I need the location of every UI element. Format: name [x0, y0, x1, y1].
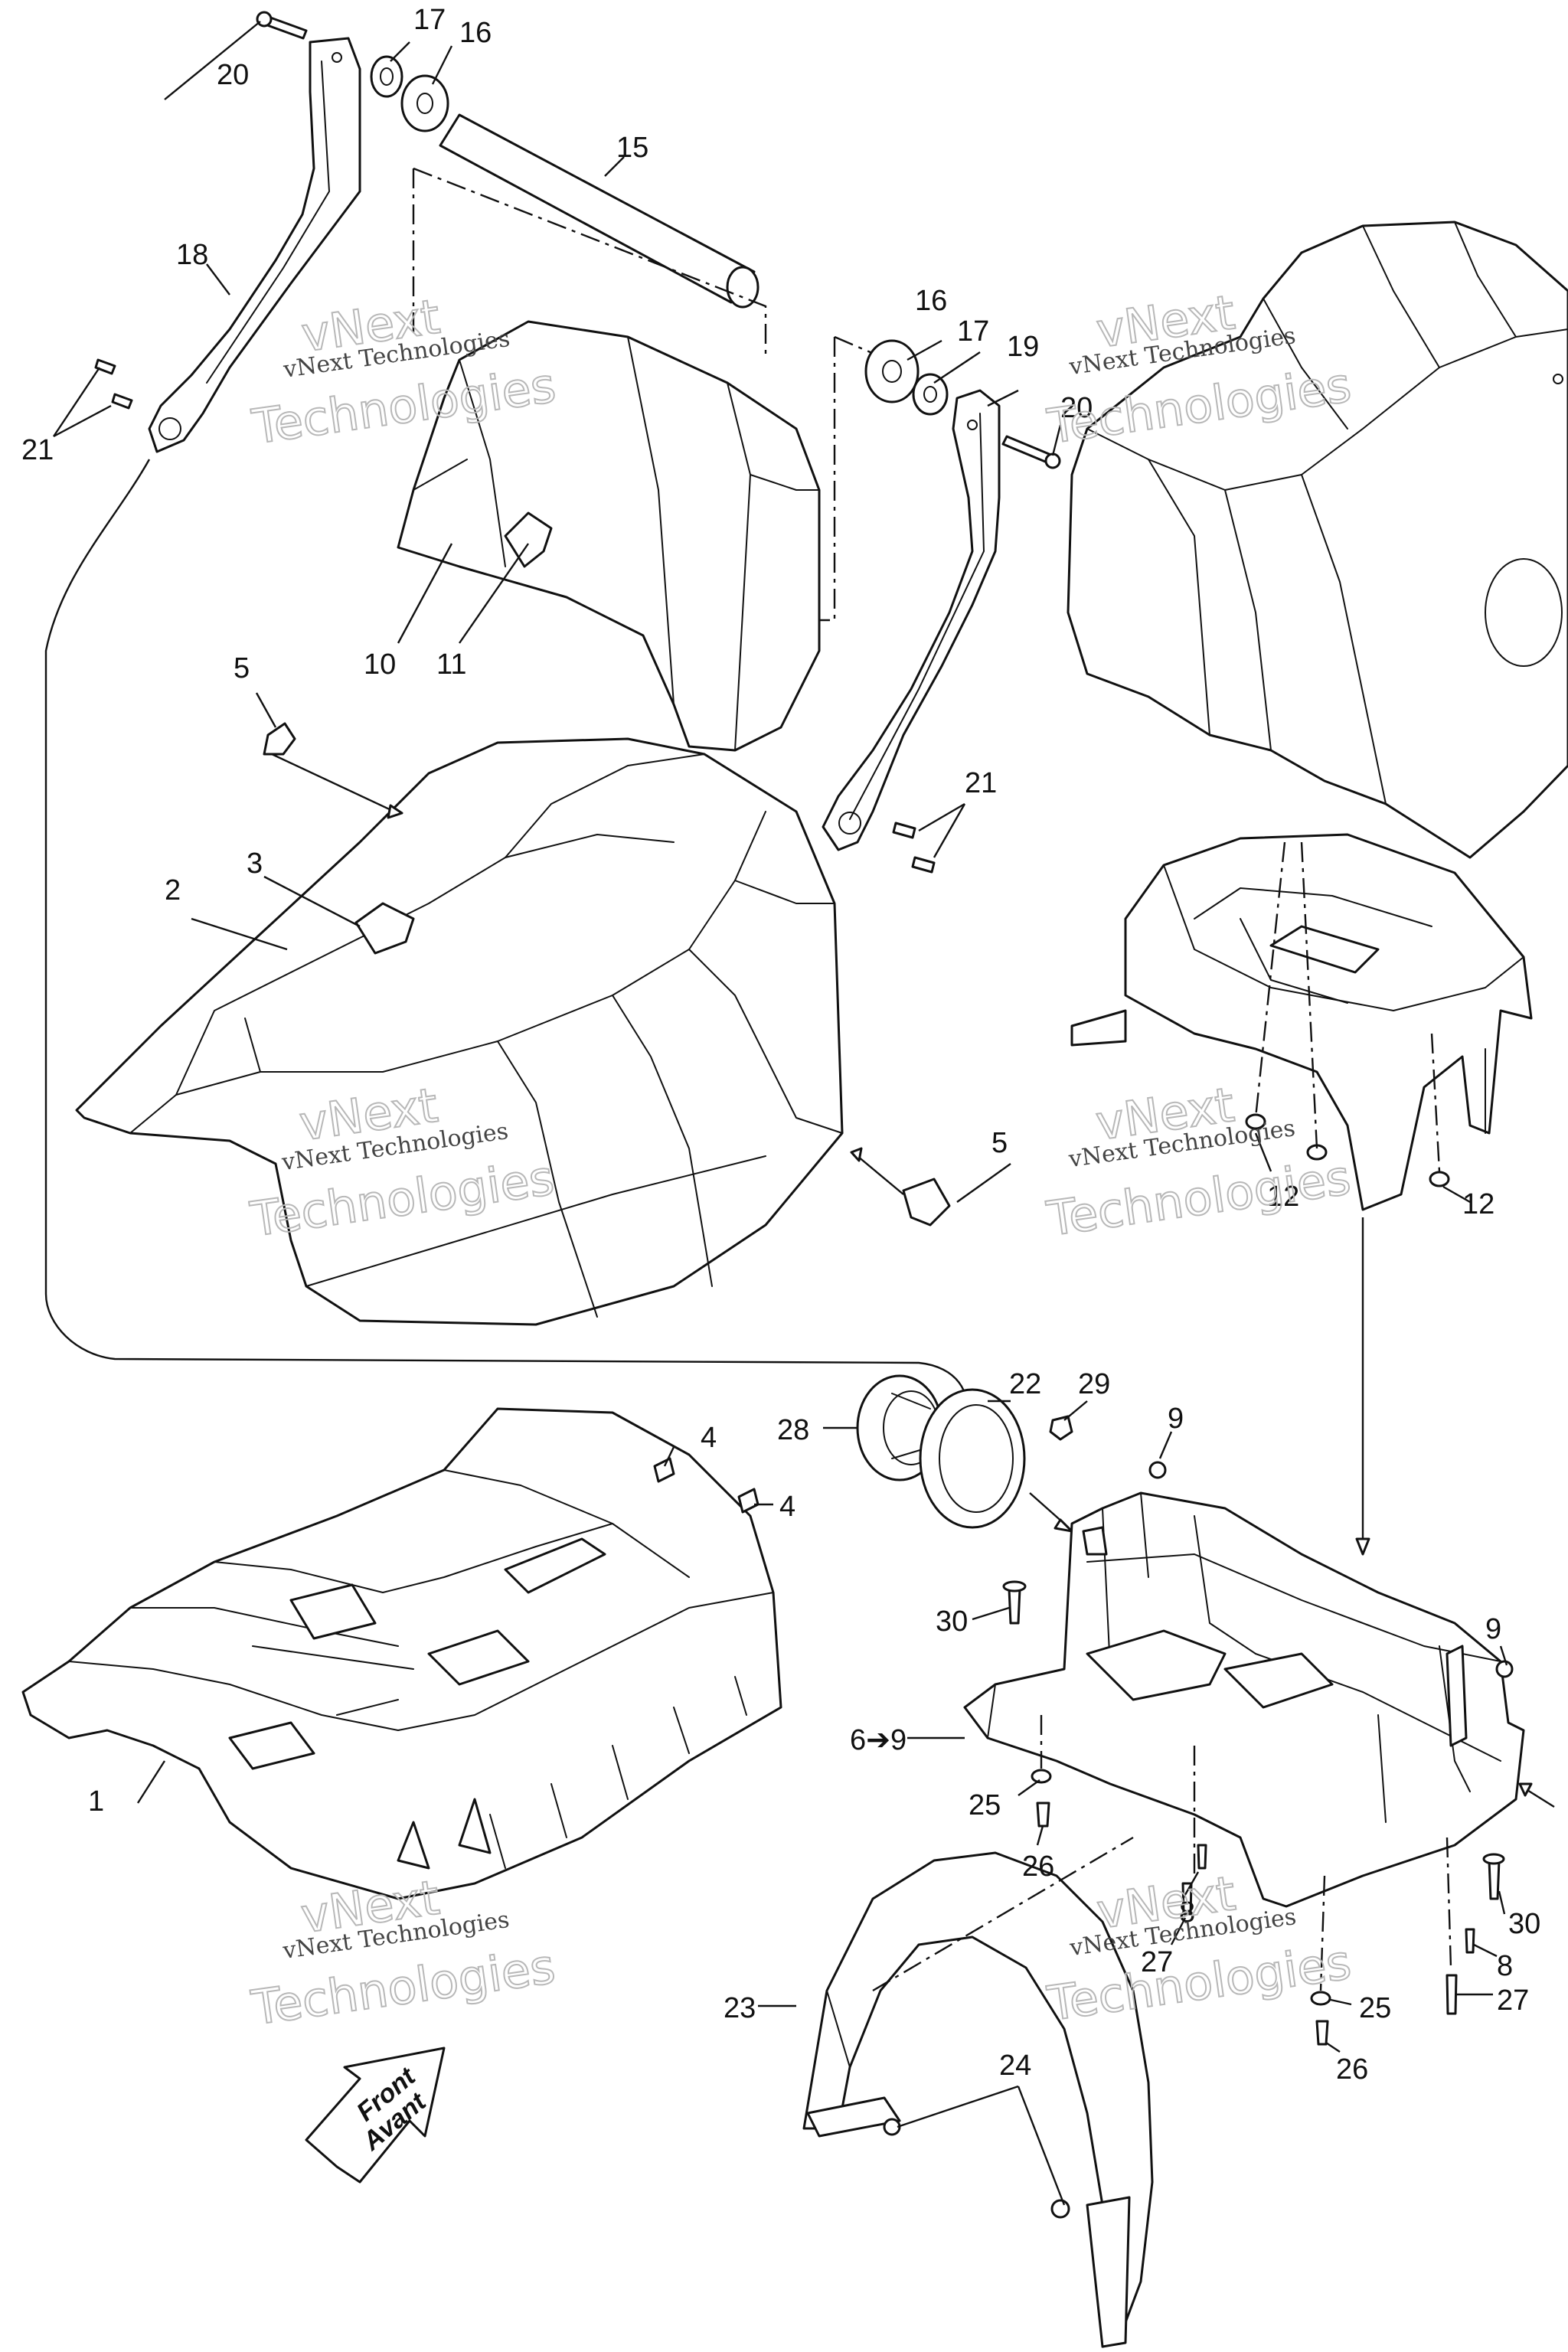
backrest-bracket-right: [822, 389, 1001, 851]
seat-cushion: [75, 737, 844, 1326]
watermark-bottom-left: vNext vNext Technologies Technologies: [247, 1869, 560, 2037]
callout-27-left: 27: [1141, 1946, 1173, 1978]
seat-frame: [963, 1491, 1525, 1908]
callout-4-a: 4: [701, 1422, 717, 1454]
clip-4-a: [653, 1457, 675, 1483]
seat-clip-5-bottom: [902, 1178, 951, 1227]
callout-9-top: 9: [1168, 1403, 1184, 1435]
screw-9-right: [1495, 1660, 1514, 1678]
callout-24: 24: [999, 2050, 1031, 2082]
seat-clip-5-top: [263, 722, 296, 756]
callout-5-bottom: 5: [991, 1127, 1008, 1159]
callout-18: 18: [176, 239, 208, 271]
callout-30-right: 30: [1508, 1908, 1540, 1940]
callout-9-right: 9: [1485, 1613, 1501, 1645]
callout-17-left: 17: [413, 4, 446, 36]
rear-fender-23: [802, 1851, 1154, 2348]
callout-3: 3: [247, 848, 263, 880]
bolt-12-right: [1429, 1171, 1450, 1187]
leader-seat-to-cover: [44, 459, 968, 1417]
watermark-mid-right: vNext vNext Technologies Technologies: [1043, 1076, 1355, 1248]
washer-17-left: [370, 55, 403, 98]
callout-11: 11: [436, 648, 466, 681]
fastener-24-b: [1050, 2199, 1070, 2219]
callout-17-right: 17: [957, 315, 989, 348]
callout-26-right: 26: [1336, 2053, 1368, 2086]
callout-8-right: 8: [1497, 1950, 1513, 1982]
bolt-27-left: [1181, 1882, 1193, 1916]
screw-20-left: [256, 11, 308, 40]
callout-20-left: 20: [217, 59, 249, 91]
backrest-pad: [397, 320, 821, 752]
bolt-12-left: [1245, 1113, 1266, 1130]
callout-12-left: 12: [1267, 1181, 1299, 1213]
bolt-30-left: [1002, 1580, 1027, 1625]
washer-17-right: [912, 373, 949, 416]
callout-30-left: 30: [936, 1606, 968, 1638]
bolt-26-right: [1315, 2020, 1329, 2046]
rivet-29: [1049, 1415, 1073, 1441]
callout-19: 19: [1007, 331, 1039, 363]
front-arrow-icon: Front Avant: [305, 2047, 446, 2184]
callout-23: 23: [724, 1992, 756, 2024]
screws-21-left: [94, 358, 133, 410]
washer-25-right: [1310, 1991, 1331, 2006]
callout-21-left: 21: [21, 434, 54, 466]
callout-29: 29: [1078, 1368, 1110, 1400]
bolt-26-left: [1036, 1802, 1050, 1828]
callout-27-right: 27: [1497, 1984, 1529, 2017]
bolt-27-right: [1446, 1974, 1458, 2015]
washer-16-left: [400, 74, 449, 132]
seat-assembly-right: [1067, 220, 1568, 859]
callout-16-left: 16: [459, 17, 492, 49]
bolt-30-right: [1482, 1853, 1505, 1900]
callout-21-right: 21: [965, 767, 997, 799]
callout-8-left: 8: [1179, 1896, 1195, 1929]
callout-25-left: 25: [969, 1789, 1001, 1821]
washer-16-right: [864, 339, 920, 403]
clip-4-b: [737, 1488, 760, 1514]
callout-6-9: 6➔9: [850, 1724, 906, 1756]
screw-8-left: [1197, 1844, 1207, 1870]
callout-20-right: 20: [1060, 392, 1093, 424]
callout-26-left: 26: [1022, 1851, 1054, 1883]
screw-9-top: [1148, 1461, 1167, 1479]
seal-ring-22: [919, 1388, 1026, 1529]
callout-22: 22: [1009, 1368, 1041, 1400]
callout-12-right: 12: [1462, 1188, 1494, 1220]
callout-1: 1: [88, 1785, 104, 1818]
screws-21-right: [892, 822, 936, 874]
callout-5-top: 5: [234, 652, 250, 684]
backrest-bracket-left: [148, 37, 361, 453]
seat-base-tray: [1070, 833, 1533, 1211]
washer-25-left: [1031, 1769, 1052, 1784]
callout-10: 10: [364, 648, 396, 681]
callout-25-right: 25: [1359, 1992, 1391, 2024]
screw-8-right: [1465, 1928, 1475, 1954]
callout-15: 15: [616, 132, 648, 164]
callout-28: 28: [777, 1414, 809, 1446]
pivot-tube-15: [439, 113, 760, 309]
callout-4-b: 4: [779, 1491, 795, 1523]
screw-20-right: [1001, 435, 1061, 469]
rear-storage-cover: [21, 1407, 782, 1900]
callout-2: 2: [165, 874, 181, 906]
callout-16-right: 16: [915, 285, 947, 317]
